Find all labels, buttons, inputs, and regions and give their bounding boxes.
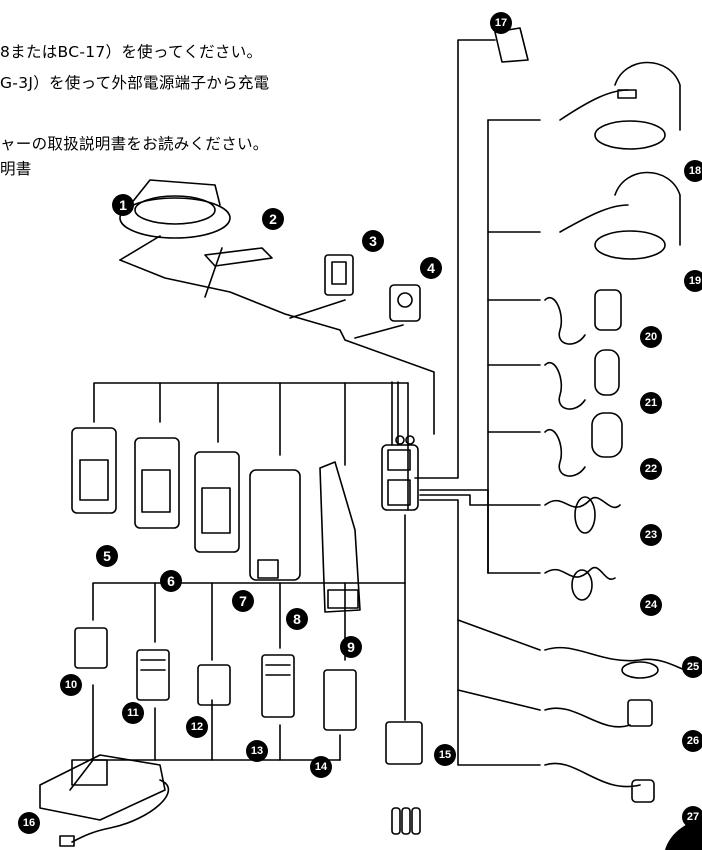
marker-20: 20 — [640, 326, 662, 348]
marker-12: 12 — [186, 716, 208, 738]
cigarette-cable-27 — [544, 762, 655, 803]
soft-case-5 — [71, 427, 117, 514]
speaker-mic-20 — [544, 289, 622, 345]
marker-22: 22 — [640, 458, 662, 480]
marker-23: 23 — [640, 524, 662, 546]
marker-19: 19 — [684, 270, 702, 292]
marker-16: 16 — [18, 812, 40, 834]
marker-24: 24 — [640, 594, 662, 616]
battery-case-15 — [385, 721, 423, 835]
headset-19 — [559, 171, 681, 260]
marker-3: 3 — [362, 230, 384, 252]
protective-cover-9 — [319, 461, 361, 613]
marker-26: 26 — [682, 730, 702, 752]
cable-25 — [544, 646, 701, 679]
marker-27: 27 — [682, 806, 702, 828]
text-line-4: 明書 — [0, 160, 32, 178]
marker-17: 17 — [490, 12, 512, 34]
battery-14 — [323, 669, 357, 731]
battery-12 — [197, 664, 231, 706]
battery-13 — [261, 654, 295, 718]
soft-case-7 — [194, 451, 240, 553]
headset-18 — [559, 61, 681, 150]
soft-case-6 — [134, 437, 180, 529]
carrying-case-8 — [249, 469, 301, 581]
radio-transceiver — [381, 381, 419, 511]
text-line-3: ャーの取扱説明書をお読みください。 — [0, 135, 269, 153]
earphone-mic-23 — [544, 496, 621, 534]
battery-11 — [136, 649, 170, 701]
speaker-mic-21 — [544, 349, 620, 410]
marker-2: 2 — [262, 208, 284, 230]
marker-8: 8 — [286, 608, 308, 630]
marker-6: 6 — [160, 570, 182, 592]
marker-13: 13 — [246, 740, 268, 762]
rapid-charger-16 — [39, 754, 169, 847]
marker-21: 21 — [640, 392, 662, 414]
marker-11: 11 — [122, 702, 144, 724]
marker-10: 10 — [60, 674, 82, 696]
marker-4: 4 — [420, 257, 442, 279]
marker-1: 1 — [112, 194, 134, 216]
marker-25: 25 — [682, 656, 702, 678]
adapter-17 — [494, 27, 529, 63]
ac-adapter-26 — [544, 699, 653, 728]
battery-10 — [74, 627, 108, 669]
marker-9: 9 — [340, 636, 362, 658]
text-line-2: G-3J）を使って外部電源端子から充電 — [0, 74, 270, 92]
marker-5: 5 — [96, 545, 118, 567]
marker-14: 14 — [310, 756, 332, 778]
marker-18: 18 — [684, 160, 702, 182]
swivel-mount — [389, 284, 421, 322]
marker-15: 15 — [434, 744, 456, 766]
earphone-24 — [544, 566, 616, 601]
belt-clip-holder — [119, 179, 231, 239]
speaker-mic-22 — [544, 412, 623, 477]
connector-lines — [69, 39, 541, 791]
belt-clip — [324, 254, 354, 296]
hook-plate — [204, 247, 273, 267]
marker-7: 7 — [232, 590, 254, 612]
text-line-1: 8またはBC-17）を使ってください。 — [0, 43, 263, 61]
